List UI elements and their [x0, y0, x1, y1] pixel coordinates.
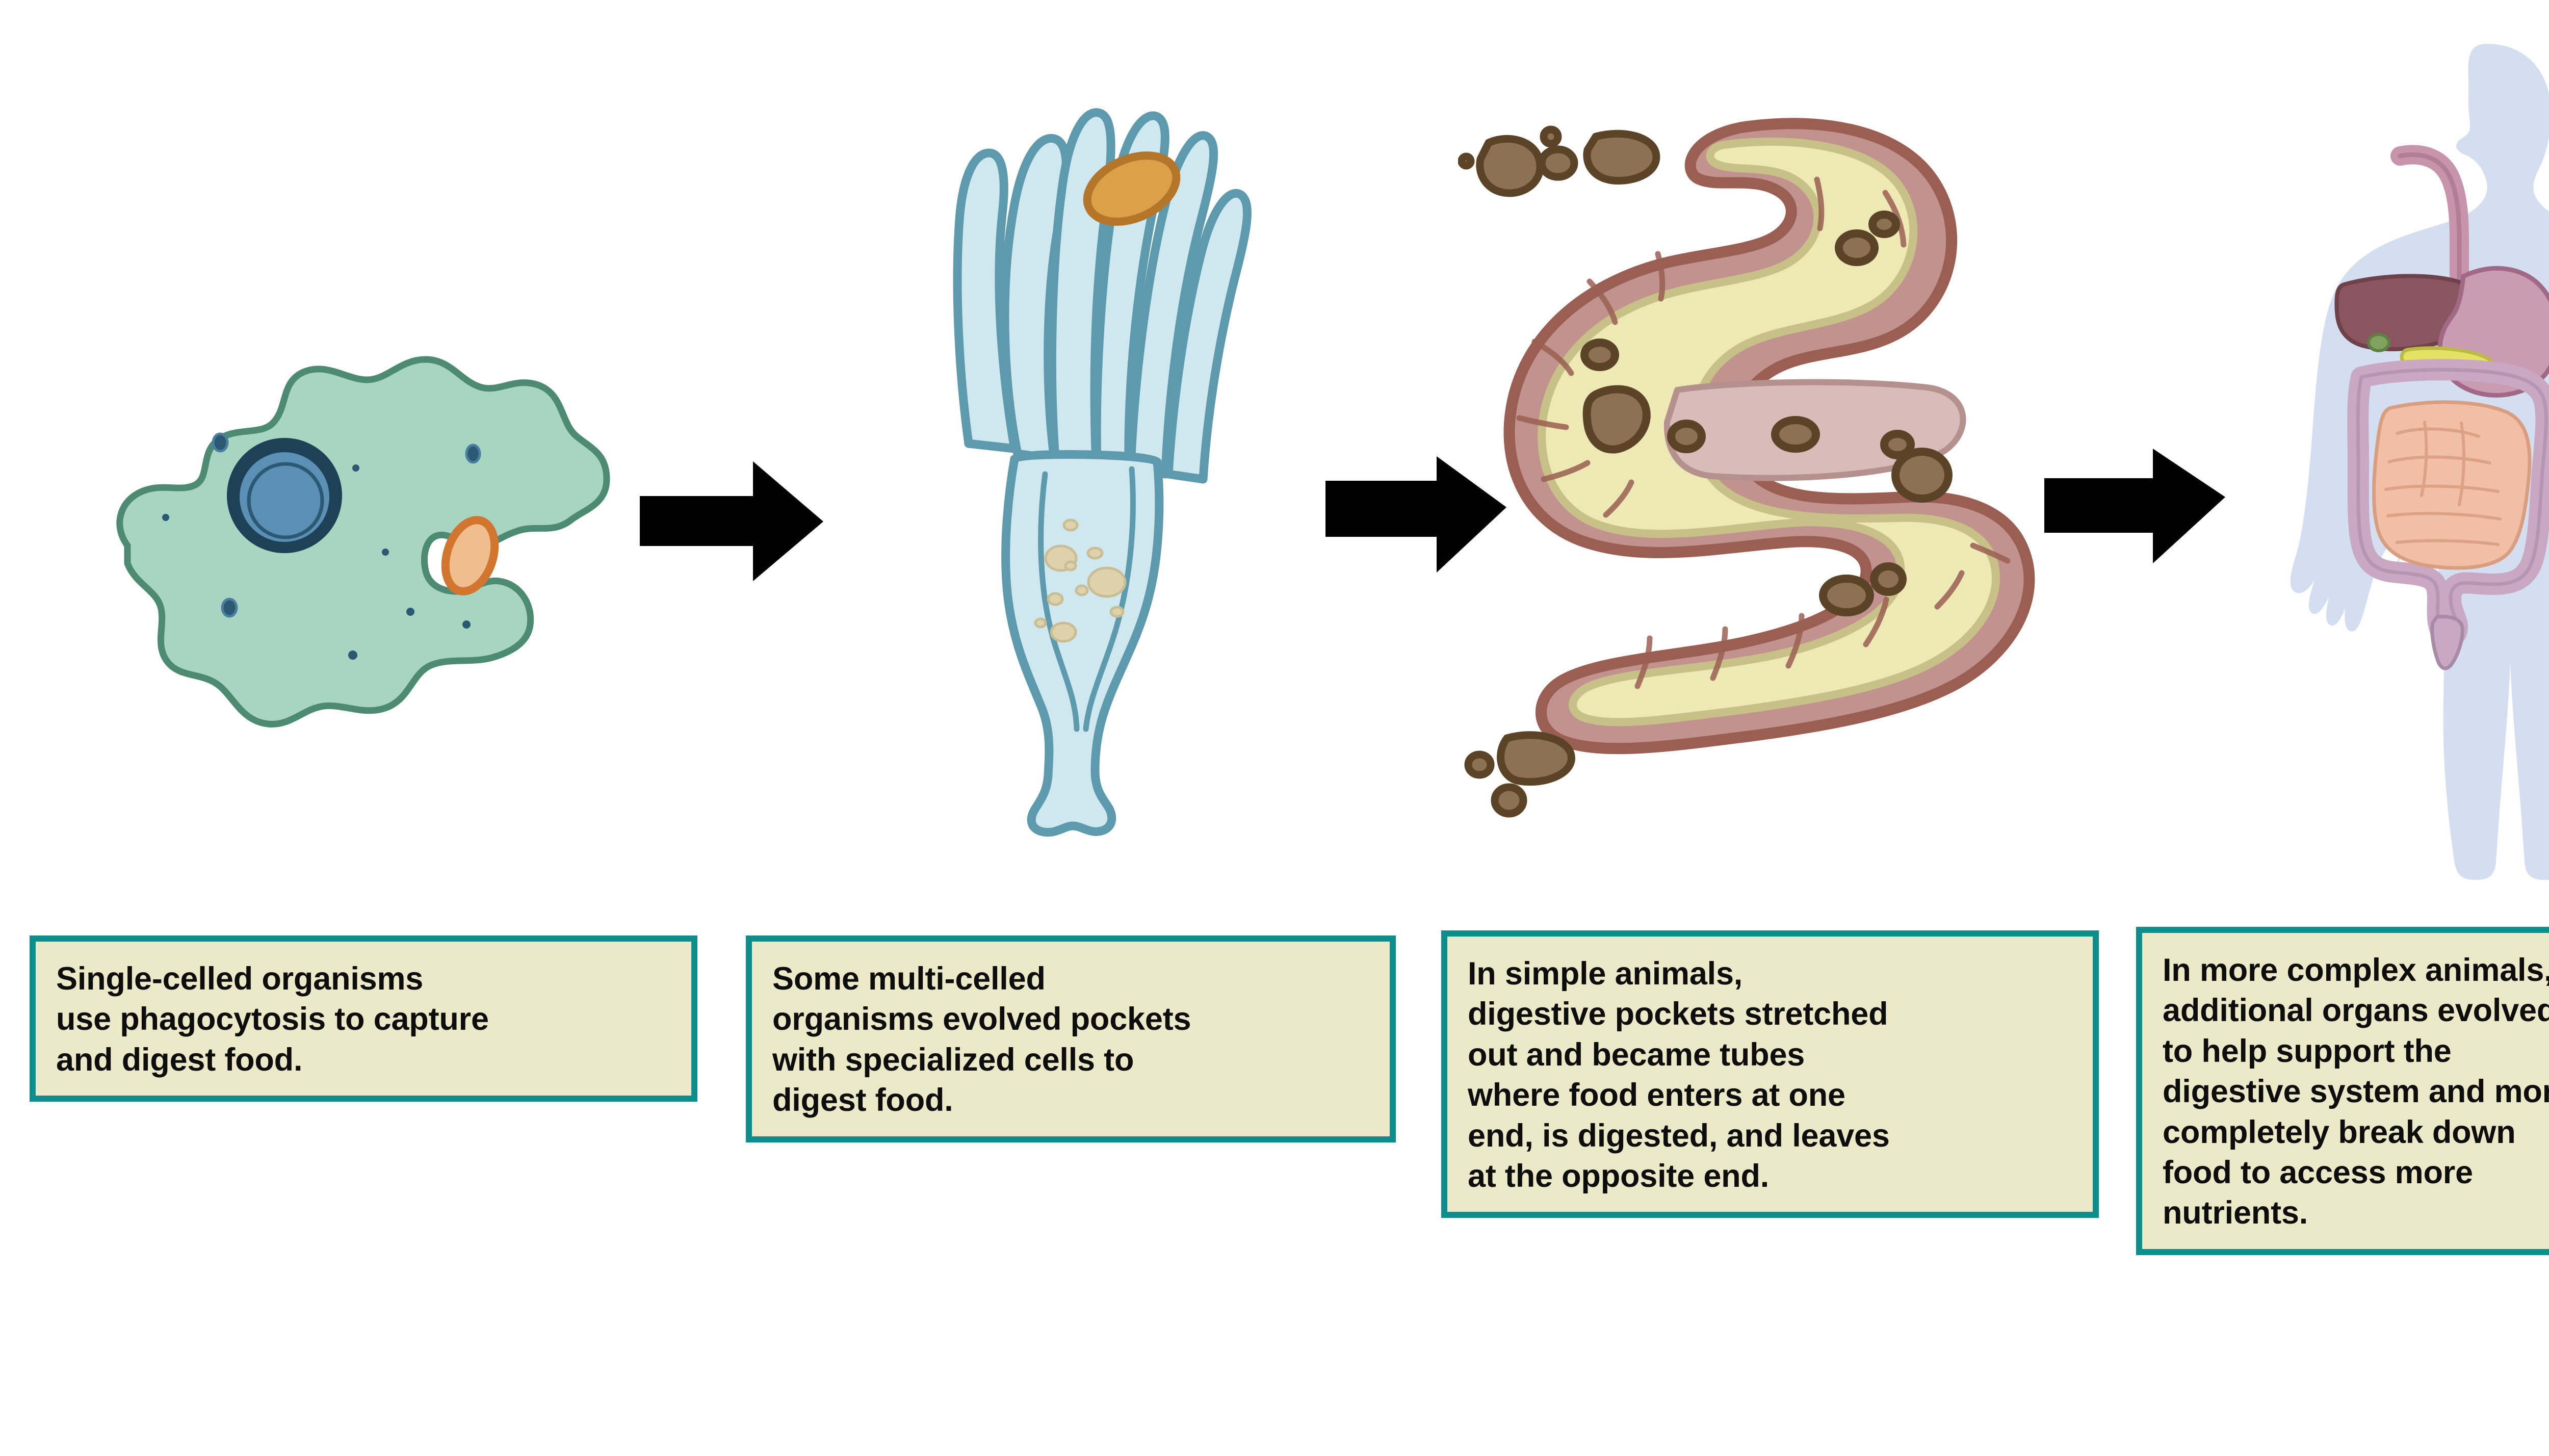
- gallbladder: [2367, 333, 2390, 352]
- worm-ingested-food: [1580, 211, 1953, 616]
- caption-text-complex-animal: In more complex animals, additional orga…: [2163, 952, 2549, 1231]
- worm-mouth-food-particles: [1458, 125, 1660, 197]
- caption-box-multi-celled: Some multi-celled organisms evolved pock…: [746, 935, 1396, 1142]
- arrow-2: [1325, 456, 1506, 576]
- worm-illustration: [1458, 92, 2100, 826]
- caption-text-single-celled: Single-celled organisms use phagocytosis…: [56, 961, 489, 1078]
- amoeba-illustration: [92, 306, 612, 765]
- worm-segment-lines: [1516, 176, 2011, 689]
- rectum: [2430, 615, 2464, 670]
- arrow-3: [2044, 449, 2228, 568]
- caption-text-simple-animal: In simple animals, digestive pockets str…: [1468, 956, 1890, 1194]
- caption-box-complex-animal: In more complex animals, additional orga…: [2136, 927, 2549, 1255]
- worm-gut-tube: [1538, 137, 2000, 726]
- hydra-food-particle: [1083, 151, 1181, 226]
- caption-box-simple-animal: In simple animals, digestive pockets str…: [1441, 930, 2099, 1218]
- amoeba-organelles: [162, 432, 481, 660]
- human-illustration: [2284, 31, 2549, 897]
- caption-box-single-celled: Single-celled organisms use phagocytosis…: [30, 935, 697, 1102]
- amoeba-food-particle: [441, 516, 499, 595]
- amoeba-cell-body: [116, 356, 610, 727]
- hydra-digested-particles: [1034, 518, 1127, 643]
- caption-text-multi-celled: Some multi-celled organisms evolved pock…: [772, 961, 1191, 1119]
- hydra-illustration: [918, 51, 1274, 846]
- amoeba-nucleus: [227, 438, 342, 553]
- worm-anus-waste-particles: [1464, 731, 1575, 818]
- hydra-body-column: [1001, 450, 1164, 837]
- arrow-1: [640, 461, 823, 581]
- large-intestine: [2347, 359, 2549, 648]
- small-intestine: [2372, 400, 2532, 570]
